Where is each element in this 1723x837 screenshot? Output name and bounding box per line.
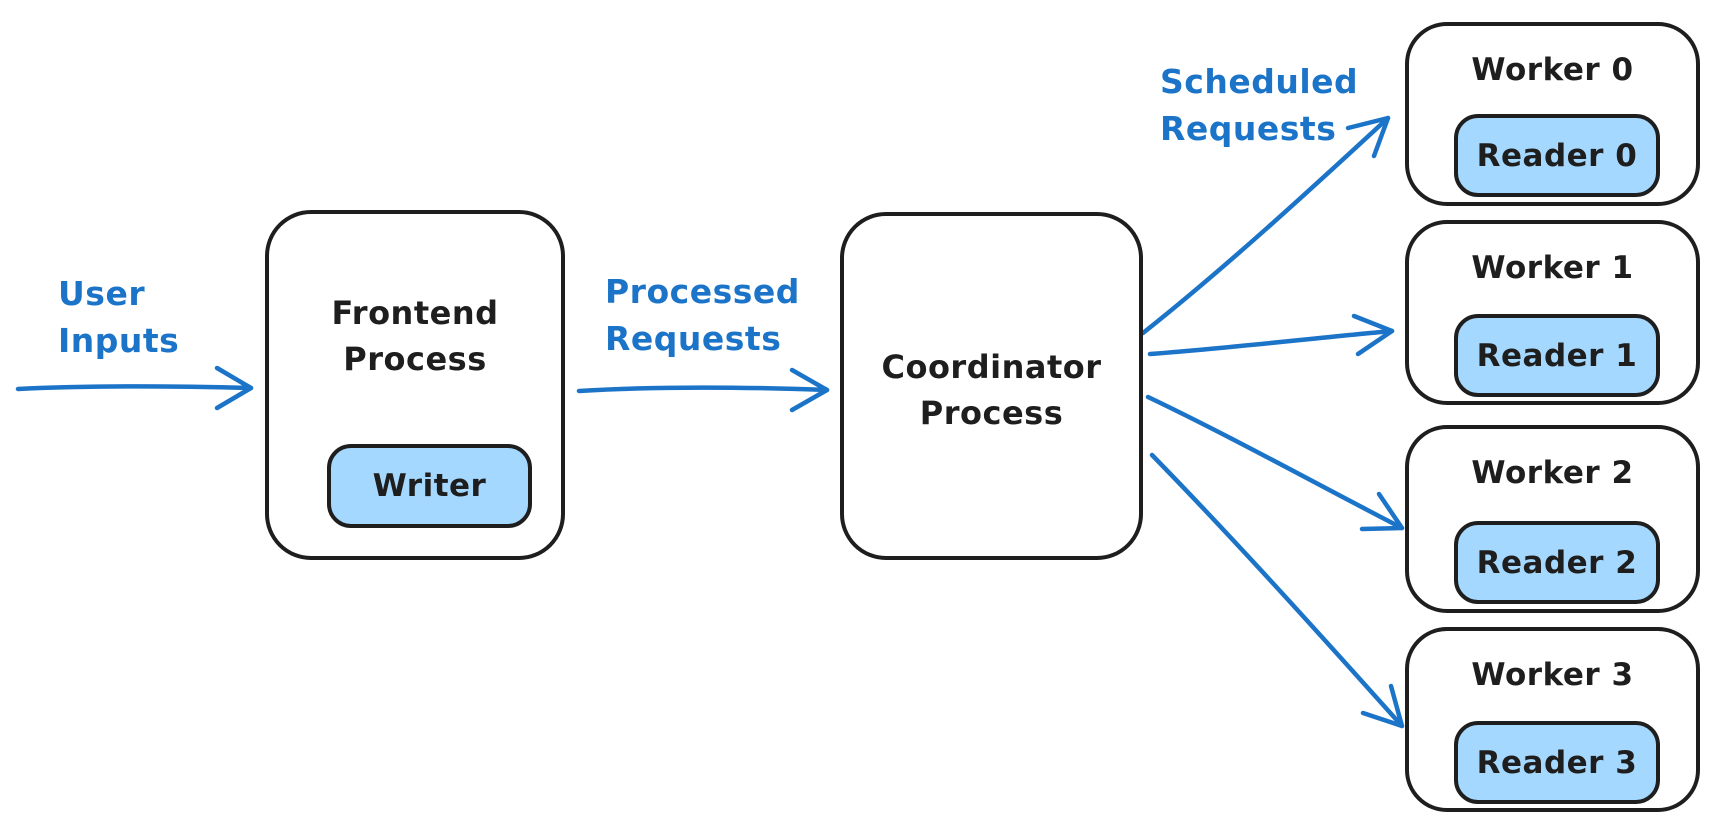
scheduled-requests-label-line-1: Scheduled [1160,62,1359,101]
worker-2-title: Worker 2 [1471,455,1634,491]
worker-0-title: Worker 0 [1471,52,1634,88]
frontend-title-line-2: Process [343,340,487,378]
scheduled-requests-label: Scheduled Requests [1160,58,1358,152]
reader-node-1: Reader 1 [1454,314,1660,397]
processed-requests-label: Processed Requests [605,268,800,362]
worker-node-3: Worker 3 Reader 3 [1405,627,1700,812]
worker-3-title: Worker 3 [1471,657,1634,693]
worker-node-0: Worker 0 Reader 0 [1405,22,1700,206]
coordinator-process-title: Coordinator Process [844,344,1139,436]
user-inputs-arrow [15,365,254,411]
coordinator-title-line-1: Coordinator [881,348,1102,386]
user-inputs-label-line-1: User [58,274,146,313]
processed-requests-arrow [576,367,830,413]
scheduled-requests-label-line-2: Requests [1160,109,1337,148]
scheduled-arrow-worker-1 [1147,313,1395,357]
coordinator-title-line-2: Process [919,394,1064,432]
worker-node-2: Worker 2 Reader 2 [1405,425,1700,613]
reader-2-label: Reader 2 [1476,544,1638,581]
worker-node-1: Worker 1 Reader 1 [1405,220,1700,405]
frontend-process-node: Frontend Process Writer [265,210,565,560]
reader-node-3: Reader 3 [1454,721,1660,804]
coordinator-process-node: Coordinator Process [840,212,1143,560]
scheduled-arrow-worker-3 [1149,452,1405,729]
scheduled-arrow-worker-2 [1145,394,1405,532]
writer-label: Writer [372,468,487,504]
reader-1-label: Reader 1 [1476,337,1638,374]
user-inputs-label: User Inputs [58,270,179,364]
processed-requests-label-line-2: Requests [605,319,782,358]
reader-node-2: Reader 2 [1454,521,1660,604]
reader-0-label: Reader 0 [1476,137,1638,174]
processed-requests-label-line-1: Processed [605,272,800,311]
worker-1-title: Worker 1 [1471,250,1634,286]
user-inputs-label-line-2: Inputs [58,321,180,360]
writer-node: Writer [327,444,532,528]
reader-node-0: Reader 0 [1454,114,1660,197]
frontend-title-line-1: Frontend [331,294,499,332]
reader-3-label: Reader 3 [1476,744,1638,781]
frontend-process-title: Frontend Process [269,290,561,382]
